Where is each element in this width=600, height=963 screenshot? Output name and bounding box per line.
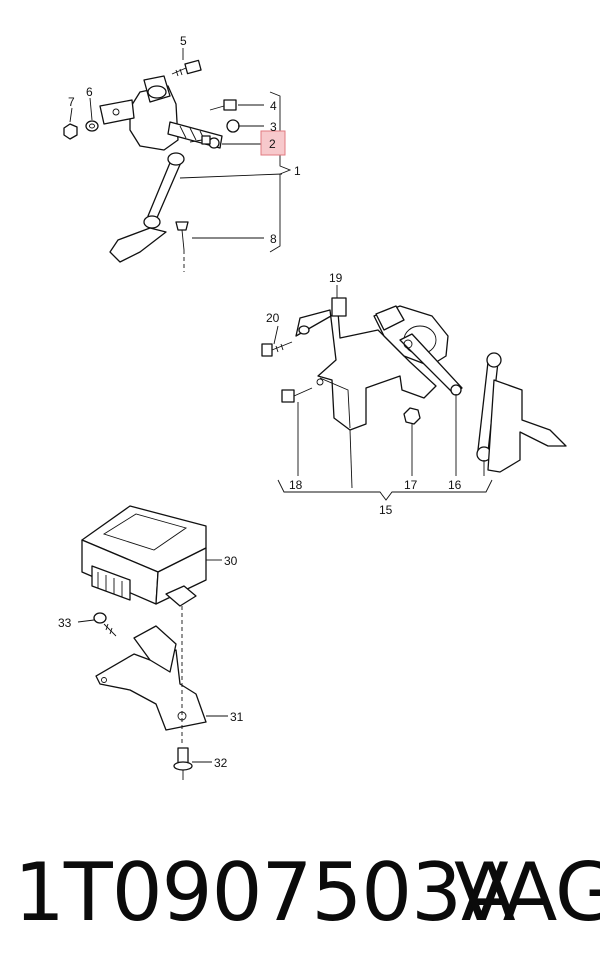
callout-19: 19 [329,271,343,285]
callout-32: 32 [214,756,228,770]
bolt-8 [175,221,189,272]
bolt-2 [189,135,211,145]
callout-33: 33 [58,616,72,630]
callout-4: 4 [270,99,277,113]
callout-15: 15 [379,503,393,517]
callout-3: 3 [270,120,277,134]
diagram-svg: 5 4 3 2 1 6 7 8 [58,34,567,780]
lower-bracket [109,227,167,263]
connector-opening [147,85,167,99]
caption: 1T0907503A VAG [0,838,600,948]
flange-hole [112,108,120,116]
module-tab [165,585,197,607]
callout-16: 16 [448,478,462,492]
callout-30: 30 [224,554,238,568]
callout-20: 20 [266,311,280,325]
rod-top-joint [167,152,185,166]
module-side [155,547,207,605]
callout-8: 8 [270,232,277,246]
sensor-flange [99,99,135,125]
bolt-33 [93,612,117,637]
brace-1 [269,91,292,253]
part-number: 1T0907503A [14,846,516,939]
brand-name: VAG [454,846,600,939]
bolt-4 [209,99,237,111]
callout-31: 31 [230,710,244,724]
bolt-5 [171,59,202,77]
screw-32 [173,747,193,780]
nut-3 [226,119,240,133]
washer-6 [85,120,99,132]
callout-18: 18 [289,478,303,492]
callout-5: 5 [180,34,187,48]
sensor-assembly-1 [63,48,292,272]
callout-17: 17 [404,478,418,492]
control-module-assembly [77,505,228,780]
bolt-19 [331,297,347,317]
bolt-18 [281,387,313,403]
brace-15 [277,479,493,501]
lower-mount [487,379,567,473]
callout-7: 7 [68,95,75,109]
plate-bracket [133,625,177,673]
sensor-assembly-15 [261,285,567,501]
callout-6: 6 [86,85,93,99]
nut-7 [63,123,78,140]
rod-bottom-joint [143,215,161,229]
bolt-20 [261,341,293,357]
nut-17 [403,407,421,425]
coupling-rod [147,157,183,221]
callout-1: 1 [294,164,301,178]
mounting-plate [95,649,207,731]
sensor-bracket [295,309,437,431]
module-connector [91,565,131,601]
callout-2-highlight [260,130,286,156]
callout-2: 2 [269,137,276,151]
sensor-lever-16 [399,333,463,395]
